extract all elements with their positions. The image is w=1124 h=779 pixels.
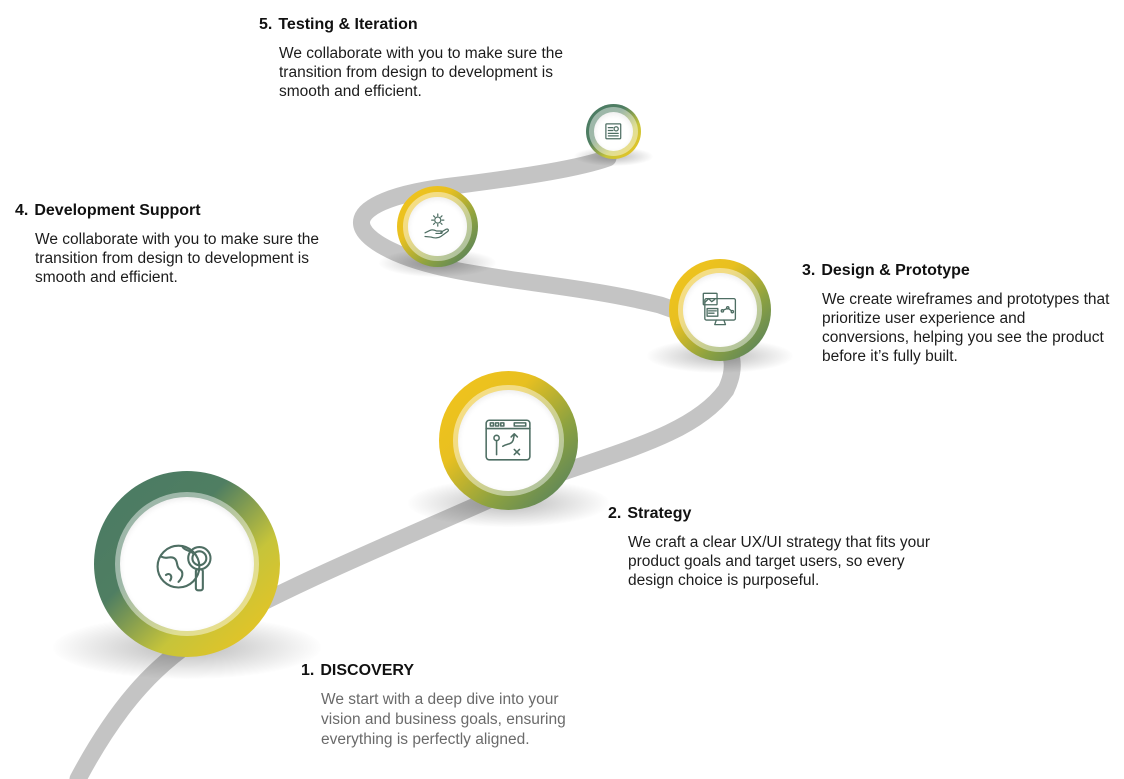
globe-magnifier-icon: [156, 544, 212, 592]
step-2-number: 2.: [608, 505, 622, 522]
step-2-title: Strategy: [627, 505, 692, 522]
step-4-number: 4.: [15, 202, 29, 219]
document-chart-icon: [605, 123, 622, 140]
step-5-number: 5.: [259, 16, 273, 33]
step-3-heading: 3. Design & Prototype: [802, 262, 1112, 280]
step-1-description: We start with a deep dive into your visi…: [321, 691, 566, 748]
step-3-node: [646, 259, 794, 374]
step-5-description: We collaborate with you to make sure the…: [279, 45, 564, 100]
step-1-node: [53, 471, 321, 680]
step-1-title: DISCOVERY: [320, 662, 414, 679]
step-2-description: We craft a clear UX/UI strategy that fit…: [628, 534, 931, 589]
step-4-node: [379, 186, 496, 277]
step-5-title: Testing & Iteration: [278, 16, 418, 33]
step-3-description: We create wireframes and prototypes that…: [822, 291, 1110, 365]
step-4-title: Development Support: [34, 202, 201, 219]
step-1-number: 1.: [301, 662, 315, 679]
step-1-heading: 1. DISCOVERY: [301, 662, 601, 680]
step-5-node: [573, 104, 654, 166]
step-3-number: 3.: [802, 262, 816, 279]
step-4-heading: 4. Development Support: [15, 202, 325, 220]
step-2-node: [408, 371, 609, 527]
strategy-board-icon: [485, 419, 532, 462]
step-3-title: Design & Prototype: [821, 262, 970, 279]
step-4-description: We collaborate with you to make sure the…: [35, 231, 320, 286]
step-2-text: 2. Strategy We craft a clear UX/UI strat…: [608, 505, 938, 590]
hand-gear-icon: [424, 213, 450, 239]
step-3-text: 3. Design & Prototype We create wirefram…: [802, 262, 1112, 366]
monitor-wireframe-icon: [702, 292, 736, 326]
step-4-text: 4. Development Support We collaborate wi…: [15, 202, 325, 287]
step-2-heading: 2. Strategy: [608, 505, 938, 523]
step-5-heading: 5. Testing & Iteration: [259, 16, 569, 34]
step-1-text: 1. DISCOVERY We start with a deep dive i…: [301, 662, 601, 750]
step-5-text: 5. Testing & Iteration We collaborate wi…: [259, 16, 569, 101]
